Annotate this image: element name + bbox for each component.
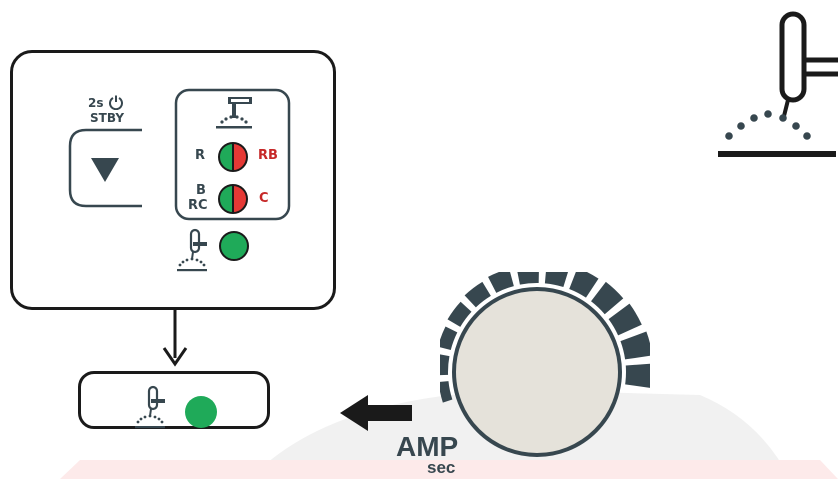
led-r-rb	[218, 142, 248, 172]
power-icon	[109, 95, 123, 110]
knob-scale-segment	[591, 281, 624, 315]
knob-scale-segment	[440, 381, 453, 403]
stick-welding-icon	[718, 11, 838, 157]
left-arrow-icon	[340, 395, 412, 431]
mode-selector-box	[174, 88, 291, 221]
timer-label: 2s	[88, 96, 104, 110]
knob-scale-segment	[544, 272, 569, 287]
sec-label: sec	[427, 458, 456, 477]
down-button[interactable]	[66, 128, 150, 212]
amp-knob[interactable]	[440, 272, 650, 479]
control-panel	[10, 50, 336, 310]
amp-label: AMP	[396, 431, 459, 462]
knob-scale-segment	[447, 301, 472, 327]
knob-scale-segment	[440, 326, 458, 351]
electrode-icon-result	[135, 385, 165, 429]
led-b-c	[218, 184, 248, 214]
knob-scale-segment	[620, 331, 650, 360]
knob-scale-segment	[517, 272, 539, 285]
standby-label: STBY	[90, 111, 125, 125]
knob-scale-segment	[625, 363, 650, 388]
down-flow-arrow	[162, 308, 188, 367]
knob-scale-segment	[608, 303, 642, 336]
mode-label-r: R	[195, 148, 206, 163]
led-mma-result	[185, 396, 217, 428]
knob-scale-segment	[440, 354, 450, 376]
knob-face	[452, 287, 622, 457]
mode-label-c: C	[259, 191, 269, 206]
knob-scale-segment	[569, 272, 599, 298]
knob-scale-segment	[464, 281, 491, 308]
mode-label-rb: RB	[258, 148, 278, 163]
mma-result-box	[78, 371, 270, 429]
mode-label-b: B	[196, 183, 206, 198]
tig-torch-icon	[216, 97, 252, 129]
knob-scale-segments	[440, 272, 650, 403]
led-mma	[219, 231, 249, 261]
mode-label-rc: RC	[188, 198, 208, 213]
down-arrow-icon	[91, 158, 119, 182]
knob-scale-segment	[488, 272, 514, 293]
electrode-icon	[177, 228, 207, 272]
